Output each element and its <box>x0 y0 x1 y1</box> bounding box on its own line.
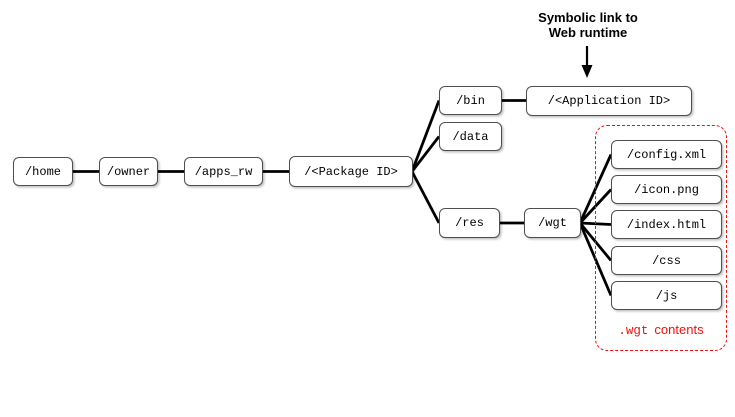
node-js: /js <box>611 281 722 310</box>
node-data: /data <box>439 122 502 151</box>
node-application-id: /<Application ID> <box>526 86 692 116</box>
down-arrow-icon <box>581 46 593 78</box>
wgt-contents-label-mono: .wgt <box>618 324 649 338</box>
node-package-id: /<Package ID> <box>289 156 413 187</box>
node-index-html: /index.html <box>611 210 722 239</box>
node-wgt: /wgt <box>524 208 581 238</box>
wgt-contents-label-text: contents <box>654 322 704 337</box>
symbolic-link-annotation: Symbolic link to Web runtime <box>508 10 668 40</box>
node-owner: /owner <box>99 157 158 186</box>
node-icon-png: /icon.png <box>611 175 722 204</box>
annotation-line-1: Symbolic link to <box>538 10 638 25</box>
annotation-line-2: Web runtime <box>548 25 628 40</box>
node-bin: /bin <box>439 86 502 115</box>
node-css: /css <box>611 246 722 275</box>
wgt-contents-label: .wgt contents <box>595 322 727 338</box>
node-apps-rw: /apps_rw <box>184 157 263 186</box>
node-config-xml: /config.xml <box>611 140 722 169</box>
node-home: /home <box>13 157 73 186</box>
node-res: /res <box>439 208 500 238</box>
wgt-contents-group-outline <box>595 125 727 351</box>
